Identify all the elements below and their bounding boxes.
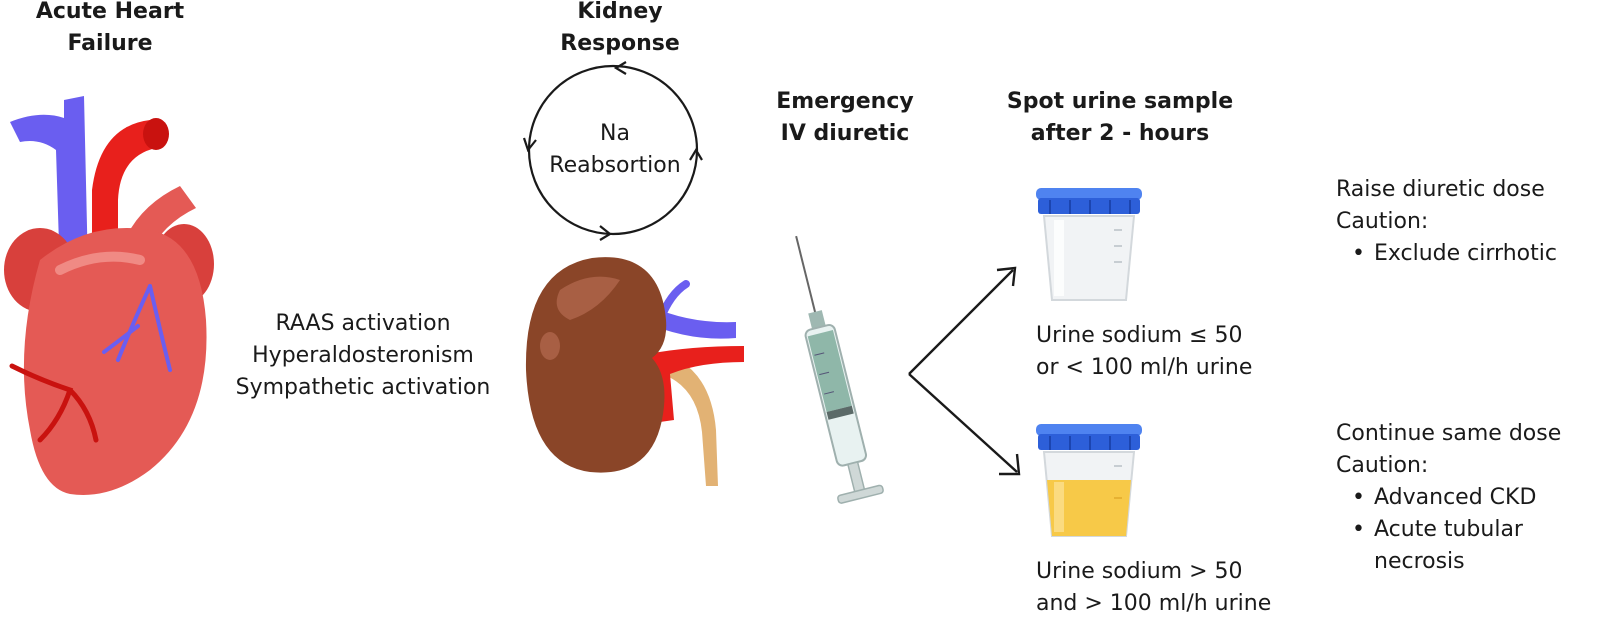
cycle-label: Na Reabsortion: [549, 121, 681, 178]
branch-arrows: [908, 266, 1021, 476]
mechanism-item: Hyperaldosteronism: [252, 343, 474, 368]
heart-illustration: [4, 96, 214, 495]
renal-vein-icon: [644, 306, 736, 339]
ureter-icon: [644, 350, 718, 486]
syringe-icon: [795, 235, 884, 504]
caution-item-continuation: necrosis: [1374, 549, 1465, 574]
mechanisms-list: RAAS activation Hyperaldosteronism Sympa…: [218, 308, 508, 404]
cycle-arrow-icon: [613, 61, 627, 75]
empty-urine-cup-icon: [1036, 188, 1142, 301]
heart-title: Acute Heart Failure: [35, 0, 185, 56]
renal-artery-icon: [648, 346, 744, 422]
caution-item: Acute tubular: [1352, 514, 1600, 546]
high-sodium-criteria: Urine sodium > 50 and > 100 ml/h urine: [1036, 559, 1272, 616]
caution-label: Caution:: [1336, 453, 1429, 478]
arrow-up-icon: [996, 266, 1017, 287]
cycle-arrow-icon: [599, 225, 612, 241]
sample-title: Spot urine sample after 2 - hours: [1006, 89, 1234, 146]
caution-item: Advanced CKD: [1352, 482, 1600, 514]
diuretic-title: Emergency IV diuretic: [776, 89, 914, 146]
caution-label: Caution:: [1336, 209, 1429, 234]
kidney-illustration: [525, 257, 744, 486]
caution-item: Exclude cirrhotic: [1352, 238, 1600, 270]
caution-list: Advanced CKD Acute tubular necrosis: [1336, 482, 1600, 578]
raise-dose-recommendation: Raise diuretic dose Caution: Exclude cir…: [1336, 174, 1600, 270]
cycle-arrow-icon: [522, 137, 537, 153]
arrow-down-icon: [999, 453, 1021, 476]
vena-cava-icon: [10, 96, 88, 276]
mechanism-item: Sympathetic activation: [235, 375, 491, 400]
low-sodium-criteria: Urine sodium ≤ 50 or < 100 ml/h urine: [1036, 323, 1253, 380]
full-urine-cup-icon: [1036, 424, 1142, 537]
caution-list: Exclude cirrhotic: [1336, 238, 1600, 270]
heart-body-icon: [23, 228, 207, 495]
action-label: Raise diuretic dose: [1336, 177, 1545, 202]
cycle-arrow-icon: [689, 147, 703, 161]
kidney-title: Kidney Response: [560, 0, 680, 56]
reabsorption-cycle: [522, 61, 703, 241]
action-label: Continue same dose: [1336, 421, 1562, 446]
mechanism-item: RAAS activation: [275, 311, 451, 336]
continue-dose-recommendation: Continue same dose Caution: Advanced CKD…: [1336, 418, 1600, 578]
